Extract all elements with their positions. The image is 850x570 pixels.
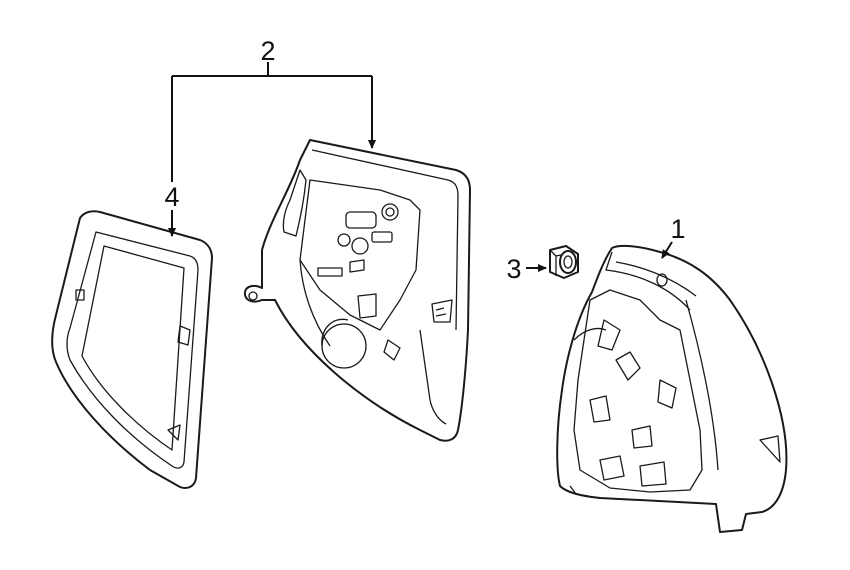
leader-lines [168, 62, 673, 272]
part-3-nut [549, 245, 579, 279]
callout-1: 1 [670, 214, 685, 244]
callout-4: 4 [164, 182, 179, 212]
callout-2: 2 [260, 36, 275, 66]
part-2-mirror-assembly [243, 139, 471, 442]
part-4-mirror-frame [51, 210, 213, 489]
leader-1-arrow [661, 241, 673, 259]
part-1-housing [556, 244, 788, 533]
callout-3: 3 [506, 254, 521, 284]
